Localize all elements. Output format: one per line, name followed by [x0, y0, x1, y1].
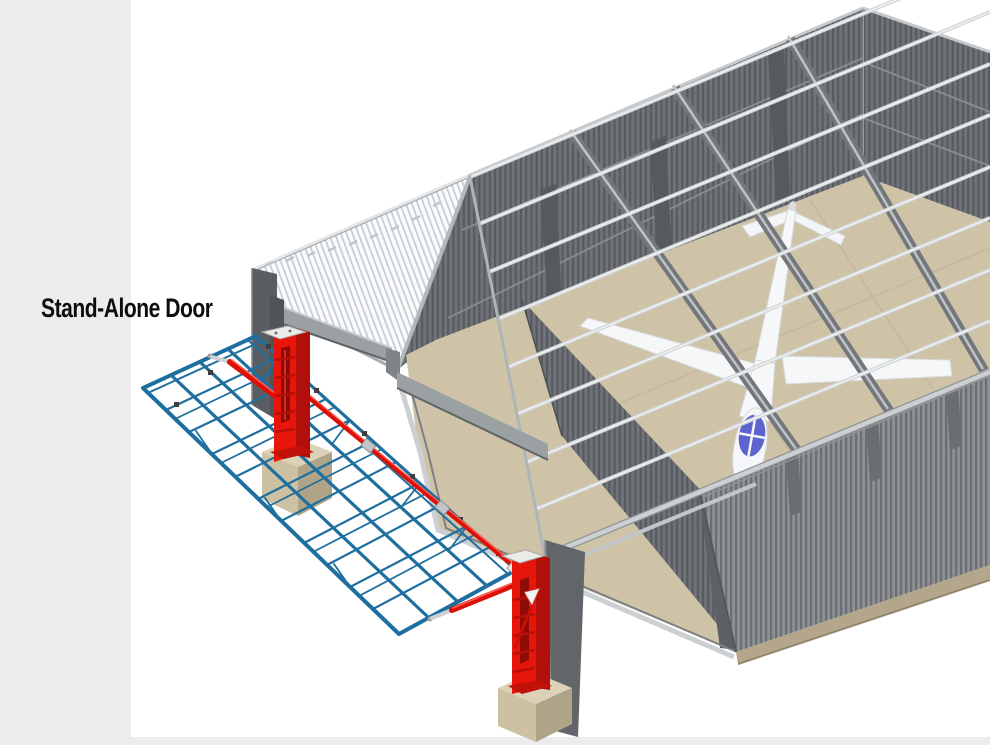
- left-margin: [0, 0, 131, 745]
- tube-coupler: [360, 437, 377, 454]
- lift-column-left: [260, 325, 314, 462]
- bottom-margin: [0, 737, 990, 745]
- hangar-building: [251, 0, 990, 737]
- hydraulic-cylinder-left: [227, 359, 281, 401]
- column-cap: [500, 549, 546, 564]
- torque-tube: [297, 387, 517, 569]
- column-pointer: [523, 587, 541, 608]
- stand-alone-door-assembly: [141, 325, 572, 742]
- wall-column: [768, 46, 790, 201]
- door-header: [276, 304, 549, 461]
- door-label: Stand-Alone Door: [41, 293, 213, 323]
- column-cap: [260, 325, 308, 340]
- tube-coupler: [434, 499, 451, 516]
- wall-base-strip: [736, 565, 990, 664]
- valley-line: [468, 176, 547, 557]
- hydraulic-cylinder-right: [449, 581, 519, 613]
- purlin-end-ticks: [264, 200, 442, 268]
- hydraulics: [207, 353, 524, 622]
- lift-column-right: [500, 549, 552, 694]
- roof-purlins: [468, 0, 990, 557]
